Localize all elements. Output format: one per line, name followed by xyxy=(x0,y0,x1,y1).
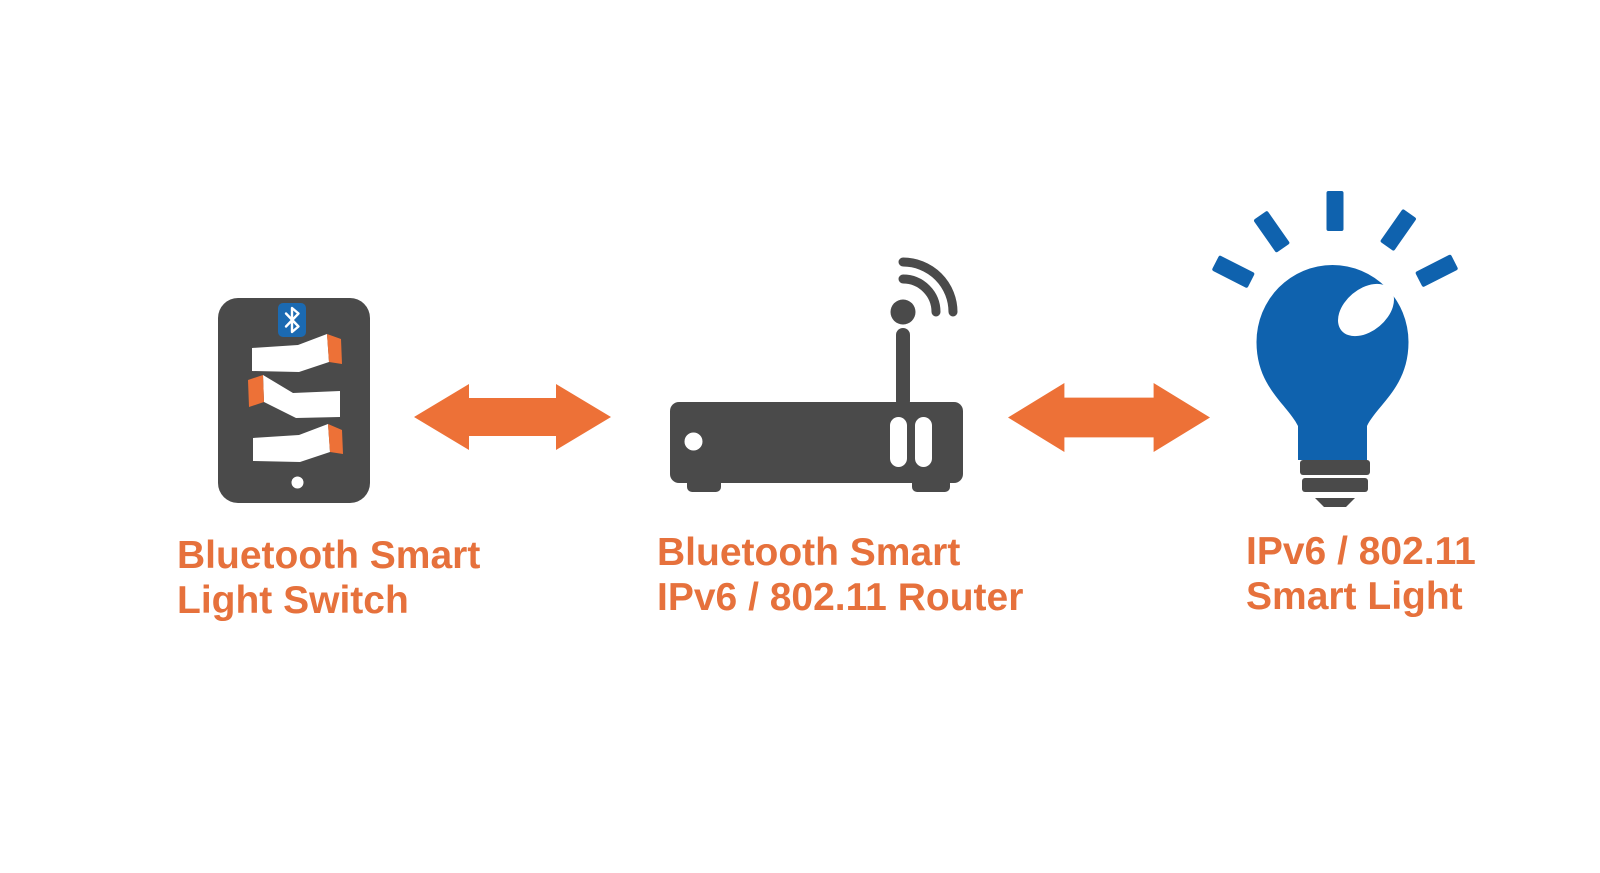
bulb-highlight xyxy=(1338,283,1394,337)
switch-label-line2: Light Switch xyxy=(177,579,409,622)
wifi-signal-outer-arc xyxy=(898,257,958,317)
rocker-edge-top xyxy=(327,334,342,364)
light-rays xyxy=(1212,191,1458,288)
router-label-line1: Bluetooth Smart xyxy=(657,531,961,574)
router-vent-slot-right xyxy=(915,417,932,467)
switch-label: Bluetooth Smart Light Switch xyxy=(177,533,480,623)
wifi-router-icon xyxy=(670,257,963,492)
switch-indicator-dot xyxy=(291,476,304,489)
rocker-switch-faces xyxy=(252,334,340,462)
bulb-base-ring-bottom xyxy=(1302,478,1368,492)
switch-router-arrow xyxy=(414,384,611,450)
light-ray-left xyxy=(1212,255,1255,288)
router-gray-parts xyxy=(670,257,963,492)
bluetooth-rune-icon xyxy=(284,306,300,334)
bidirectional-arrow-shape xyxy=(414,384,611,450)
smart-light-label: IPv6 / 802.11 Smart Light xyxy=(1246,529,1476,619)
light-ray-top xyxy=(1326,191,1344,231)
router-label: Bluetooth Smart IPv6 / 802.11 Router xyxy=(657,530,1023,620)
router-label-line2: IPv6 / 802.11 Router xyxy=(657,576,1024,619)
switch-label-line1: Bluetooth Smart xyxy=(177,534,481,577)
smart-light-bulb-icon xyxy=(1212,191,1458,507)
light-ray-right xyxy=(1415,254,1458,287)
rocker-switch-edges xyxy=(248,334,343,454)
bluetooth-light-switch-icon xyxy=(218,298,370,503)
rocker-edge-bottom xyxy=(328,424,343,454)
antenna-tip-dot xyxy=(890,299,916,325)
router-light-arrow xyxy=(1008,383,1210,452)
bulb-base-ring-top xyxy=(1300,460,1370,475)
bulb-base-tip xyxy=(1315,498,1355,507)
router-body xyxy=(670,402,963,483)
rocker-edge-middle xyxy=(248,375,264,407)
bulb-base xyxy=(1300,460,1370,507)
smart-light-label-line1: IPv6 / 802.11 xyxy=(1246,530,1476,573)
router-antenna xyxy=(896,328,910,408)
rocker-switch-top xyxy=(252,334,329,372)
smart-light-label-line2: Smart Light xyxy=(1246,575,1463,618)
bidirectional-arrow-shape xyxy=(1008,383,1210,452)
router-led-dot xyxy=(684,432,703,451)
light-ray-upper-left xyxy=(1254,211,1290,253)
rocker-switch-bottom xyxy=(253,424,330,462)
wifi-signal-inner-arc xyxy=(898,274,941,317)
router-vent-slot-left xyxy=(890,417,907,467)
light-ray-upper-right xyxy=(1380,209,1416,251)
rocker-switch-middle xyxy=(263,375,340,418)
bluetooth-badge xyxy=(278,303,306,337)
